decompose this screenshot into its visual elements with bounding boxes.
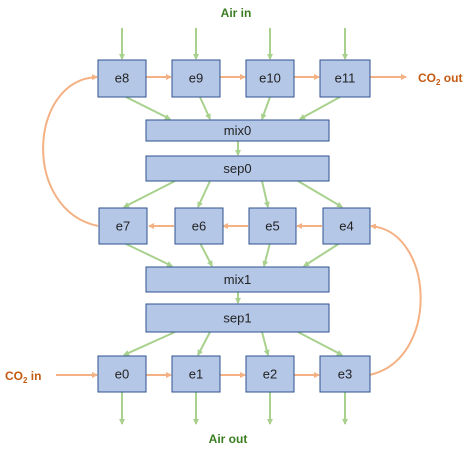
node-e2: e2 (245, 355, 295, 393)
node-e6: e6 (174, 207, 224, 245)
co2-out-prefix: CO (418, 71, 436, 85)
co2-in-subscript: 2 (23, 376, 28, 385)
node-e3: e3 (319, 355, 371, 393)
air-flow-arrows (119, 28, 348, 425)
co2-out-subscript: 2 (436, 78, 441, 87)
node-e10-label: e10 (259, 71, 281, 86)
node-e5-label: e5 (265, 219, 279, 234)
node-e0: e0 (97, 355, 147, 393)
node-e1: e1 (171, 355, 221, 393)
node-e6-label: e6 (192, 219, 206, 234)
node-e10: e10 (245, 59, 295, 98)
co2-in-label: CO2 in (5, 369, 41, 385)
node-sep1-label: sep1 (223, 311, 251, 326)
node-mix0: mix0 (145, 119, 330, 142)
node-e1-label: e1 (189, 367, 203, 382)
node-e5: e5 (248, 207, 297, 245)
node-e9: e9 (171, 59, 221, 98)
co2-out-suffix: out (440, 71, 462, 85)
co2-flow-arrows (42, 74, 422, 378)
node-e11: e11 (319, 59, 371, 98)
air-out-label: Air out (209, 432, 248, 446)
co2-in-prefix: CO (5, 369, 23, 383)
node-mix1: mix1 (145, 266, 330, 293)
node-e9-label: e9 (189, 71, 203, 86)
node-e3-label: e3 (338, 367, 352, 382)
node-e8: e8 (97, 59, 147, 98)
node-mix0-label: mix0 (224, 123, 251, 138)
node-e4: e4 (322, 207, 371, 245)
co2-out-label: CO2 out (418, 71, 462, 87)
node-e7-label: e7 (116, 219, 130, 234)
node-e11-label: e11 (335, 71, 356, 86)
node-e0-label: e0 (115, 367, 129, 382)
node-e8-label: e8 (115, 71, 129, 86)
node-sep0-label: sep0 (223, 161, 251, 176)
node-mix1-label: mix1 (224, 272, 251, 287)
node-e2-label: e2 (263, 367, 277, 382)
node-e4-label: e4 (339, 219, 353, 234)
node-sep1: sep1 (145, 303, 330, 333)
co2-in-suffix: in (27, 369, 41, 383)
node-sep0: sep0 (145, 155, 330, 182)
node-e7: e7 (98, 207, 148, 245)
air-in-label: Air in (221, 6, 252, 20)
